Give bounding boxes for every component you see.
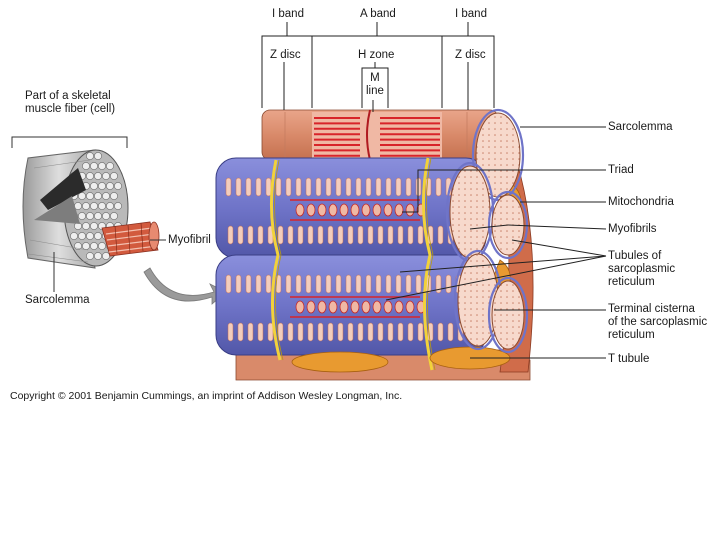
extracted-myofibril xyxy=(101,221,160,257)
label-z-disc-left: Z disc xyxy=(270,49,301,61)
label-i-band-left: I band xyxy=(272,8,304,20)
fiber-cutaway xyxy=(40,168,86,210)
label-m-line: M line xyxy=(366,72,384,97)
label-part-of-fiber: Part of a skeletal muscle fiber (cell) xyxy=(25,90,116,115)
label-sarcolemma-right: Sarcolemma xyxy=(608,121,673,133)
label-terminal-cisterna: Terminal cisterna of the sarcoplasmic re… xyxy=(608,303,708,341)
leader-lines xyxy=(385,126,607,359)
myofibril-end-caps xyxy=(445,108,529,354)
label-a-band: A band xyxy=(360,8,396,20)
sarcoplasmic-reticulum-network xyxy=(225,177,474,342)
label-z-disc-right: Z disc xyxy=(455,49,486,61)
label-h-zone: H zone xyxy=(358,49,395,61)
label-tubules-sr: Tubules of sarcoplasmic reticulum xyxy=(608,250,676,288)
band-brackets xyxy=(261,22,495,112)
copyright-notice: Copyright © 2001 Benjamin Cummings, an i… xyxy=(10,390,403,402)
label-myofibrils: Myofibrils xyxy=(608,223,657,235)
label-myofibril: Myofibril xyxy=(168,234,211,246)
label-sarcolemma-left: Sarcolemma xyxy=(25,294,90,306)
sarcomere-block xyxy=(215,108,534,381)
label-t-tubule: T tubule xyxy=(608,353,650,365)
label-mitochondria: Mitochondria xyxy=(608,196,674,208)
fiber-illustration xyxy=(11,136,166,292)
top-myofibril xyxy=(261,109,499,161)
label-i-band-right: I band xyxy=(455,8,487,20)
zoom-arrow xyxy=(143,267,227,305)
label-triad: Triad xyxy=(608,164,634,176)
t-tubules xyxy=(270,157,434,371)
fiber-bracket xyxy=(11,136,128,148)
